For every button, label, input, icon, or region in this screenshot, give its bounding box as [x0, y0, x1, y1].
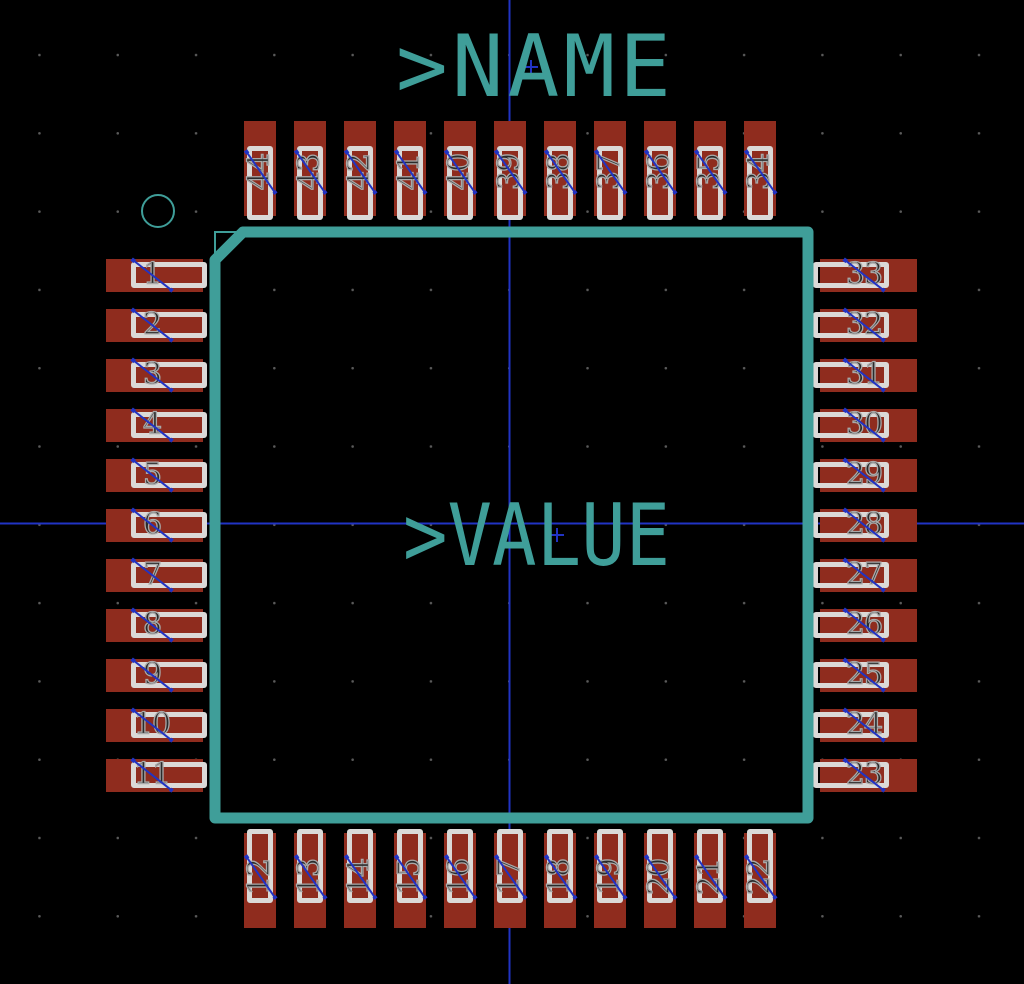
pad-17-stopmask: [497, 829, 523, 903]
pad-36-stopmask: [647, 146, 673, 220]
pad-41-stopmask: [397, 146, 423, 220]
pad-9-stopmask: [131, 662, 207, 688]
pad-19-stopmask: [597, 829, 623, 903]
pad-1-stopmask: [131, 262, 207, 288]
pad-22-stopmask: [747, 829, 773, 903]
value-placeholder-text[interactable]: >VALUE: [403, 486, 671, 586]
pad-13-stopmask: [297, 829, 323, 903]
pad-7-stopmask: [131, 562, 207, 588]
pad-39-stopmask: [497, 146, 523, 220]
pad-37-stopmask: [597, 146, 623, 220]
pad-35-stopmask: [697, 146, 723, 220]
pad-4-stopmask: [131, 412, 207, 438]
name-placeholder-text[interactable]: >NAME: [396, 17, 675, 117]
pad-8-stopmask: [131, 612, 207, 638]
pad-20-stopmask: [647, 829, 673, 903]
pad-38-stopmask: [547, 146, 573, 220]
pad-14-stopmask: [347, 829, 373, 903]
name-text-origin-cross: [524, 60, 538, 74]
pad-40-stopmask: [447, 146, 473, 220]
pad-18-stopmask: [547, 829, 573, 903]
pad-2-stopmask: [131, 312, 207, 338]
pad-16-stopmask: [447, 829, 473, 903]
pad-11-stopmask: [131, 762, 207, 788]
pad-3-stopmask: [131, 362, 207, 388]
value-text-origin-cross: [550, 528, 564, 542]
pad-10-stopmask: [131, 712, 207, 738]
pin1-corner-mark: [214, 231, 244, 261]
pad-12-stopmask: [247, 829, 273, 903]
pad-43-stopmask: [297, 146, 323, 220]
pad-34-stopmask: [747, 146, 773, 220]
pin1-circle[interactable]: [141, 194, 175, 228]
pad-42-stopmask: [347, 146, 373, 220]
pad-5-stopmask: [131, 462, 207, 488]
pad-44-stopmask: [247, 146, 273, 220]
pad-21-stopmask: [697, 829, 723, 903]
pad-15-stopmask: [397, 829, 423, 903]
pad-6-stopmask: [131, 512, 207, 538]
package-outline[interactable]: [209, 226, 814, 824]
